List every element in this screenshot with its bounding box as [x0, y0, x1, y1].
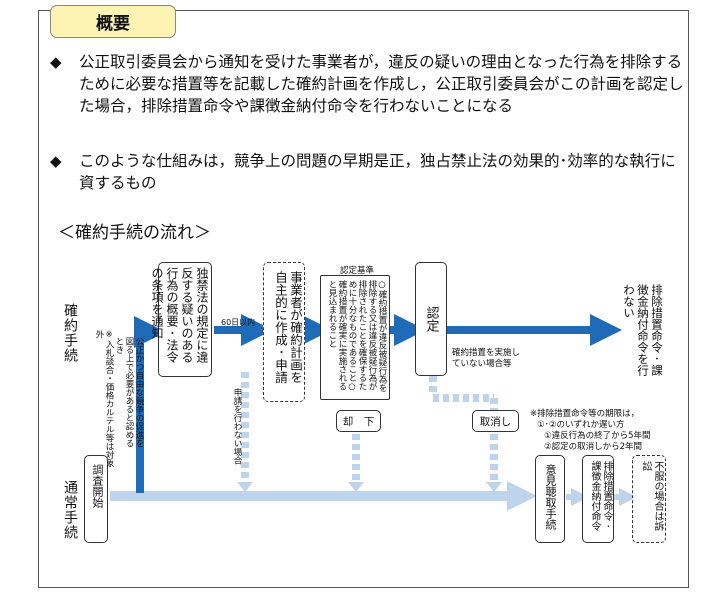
cancel-button: 取消し [472, 410, 519, 432]
note-period-3: ②認定の取消しから2年間 [544, 442, 643, 452]
box-hearing: 意見聴取手続 [535, 455, 565, 543]
bullet-marker: ◆ [50, 152, 62, 170]
note-period-title: ※排除措置命令等の期限は， [530, 409, 640, 419]
label-60days: 60日以内 [221, 318, 256, 327]
note-period-2: ①違反行為の終了から5年間 [544, 431, 651, 441]
label-not-done: 確約措置を実施していない場合等 [452, 348, 521, 369]
box-approve: 認定 [415, 262, 447, 376]
reject-button: 却 下 [336, 410, 381, 432]
box-plan: 事業者が確約計画を自主的に作成･申請 [263, 262, 305, 402]
row-label-tsujo: 通常手続 [62, 480, 78, 540]
criteria-title: 認定基準 [340, 266, 375, 276]
box-approve-text: 認定 [423, 306, 439, 332]
flow-title: ＜確約手続の流れ＞ [58, 223, 211, 243]
result-text: 排除措置命令･課徴金納付命令を行わない [622, 284, 664, 376]
box-order: 排除措置命令･課徴金納付命令 [582, 455, 614, 543]
box-order-text: 排除措置命令･課徴金納付命令 [589, 461, 612, 531]
box-notify-text: 独禁法の規定に違反する疑いのある行為の概要･法令の条項を通知 [150, 267, 209, 363]
box-plan-text: 事業者が確約計画を自主的に作成･申請 [273, 271, 303, 384]
section-title-tab: 概要 [50, 5, 176, 38]
box-hearing-text: 意見聴取手続 [544, 464, 557, 530]
bullet-text-1: 公正取引委員会から通知を受けた事業者が，違反の疑いの理由となった行為を排除するた… [79, 53, 684, 115]
bullet-text-2: このような仕組みは，競争上の問題の早期是正，独占禁止法の効果的･効率的な執行に資… [79, 152, 676, 192]
box-notify: 独禁法の規定に違反する疑いのある行為の概要･法令の条項を通知 [150, 262, 212, 377]
note-period-1: ①･②のいずれか遅い方 [537, 420, 625, 430]
box-lawsuit-text: 不服の場合は訴訟 [640, 461, 663, 531]
note-excluded: ※入札談合・価格カルテル等は対象外 [94, 330, 114, 468]
bullet-marker: ◆ [50, 53, 62, 71]
note-target: 公正かつ自由な競争の促進を図る上で必要があると認めるとき [114, 337, 144, 448]
label-no-apply: 申請を行わない場合 [232, 388, 242, 465]
box-investigation: 調査開始 [84, 455, 108, 543]
box-criteria-text: ○確約措置が違反被疑行為を排除する又は違反被疑行為が排除されたことを確保するため… [327, 280, 387, 392]
row-label-kakuyaku: 確約手続 [62, 303, 78, 363]
box-investigation-text: 調査開始 [91, 464, 104, 508]
content-frame [38, 10, 689, 588]
box-criteria: ○確約措置が違反被疑行為を排除する又は違反被疑行為が排除されたことを確保するため… [320, 275, 390, 400]
box-lawsuit: 不服の場合は訴訟 [632, 455, 666, 543]
